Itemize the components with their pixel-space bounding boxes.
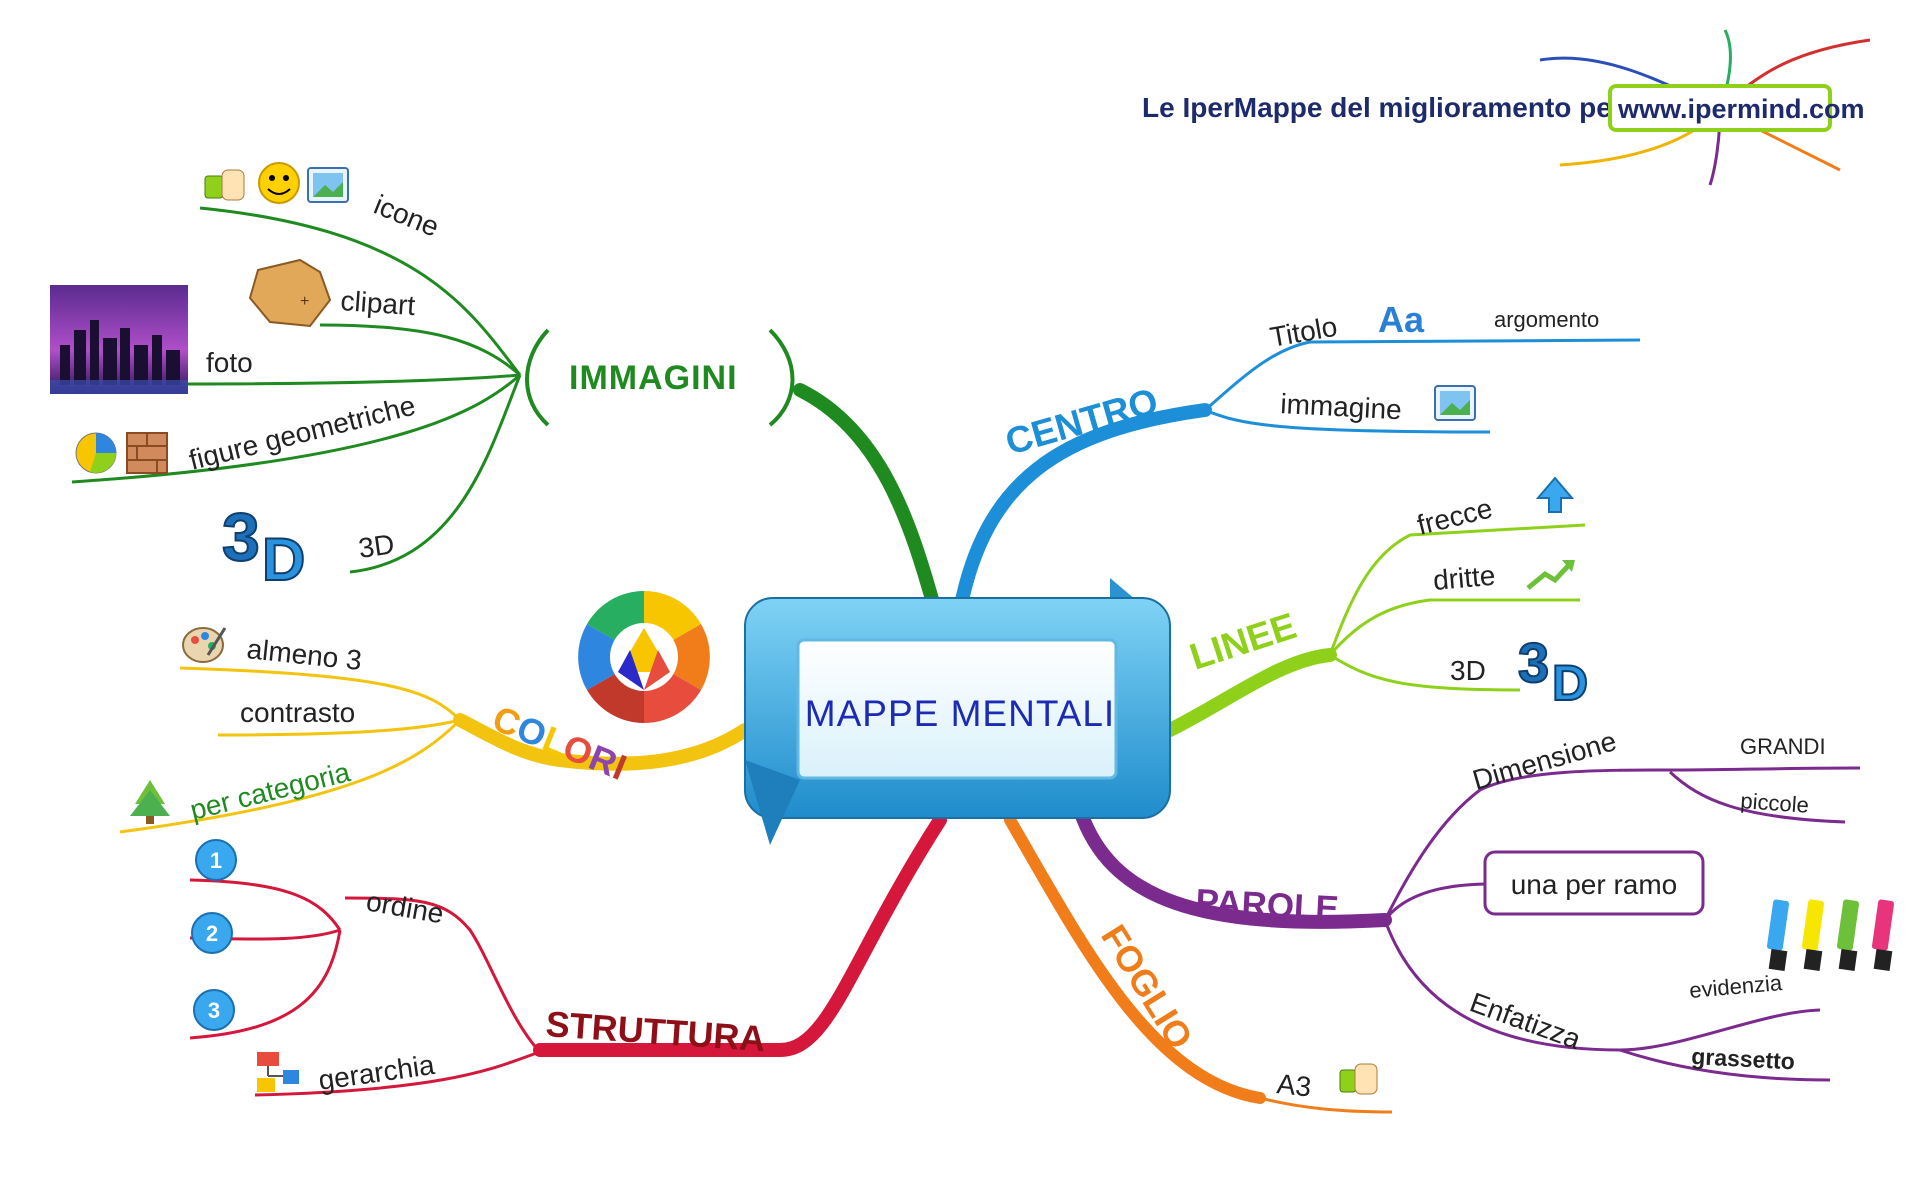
- branch-centro-line: [953, 403, 1212, 617]
- item-categoria[interactable]: per categoria: [187, 756, 353, 826]
- 3d-text-icon: 3 D: [221, 498, 306, 594]
- svg-text:D: D: [1552, 655, 1588, 711]
- item-ordine[interactable]: ordine: [364, 885, 446, 929]
- item-figure[interactable]: figure geometriche: [186, 390, 419, 476]
- branch-foglio-line: [1004, 814, 1266, 1104]
- branch-linee: LINEE frecce dritte 3D 3 D: [1185, 476, 1589, 712]
- svg-text:+: +: [300, 293, 309, 310]
- item-3d-linee[interactable]: 3D: [1450, 655, 1486, 686]
- branch-label-colori[interactable]: COLORI: [487, 697, 632, 787]
- branch-linee-line: [1163, 648, 1337, 737]
- branch-label-immagini[interactable]: IMMAGINI: [569, 359, 738, 397]
- number-one-icon: 1: [195, 839, 237, 881]
- item-dritte[interactable]: dritte: [1432, 560, 1497, 596]
- item-argomento[interactable]: argomento: [1494, 307, 1599, 332]
- city-photo-icon: [50, 285, 188, 394]
- branch-centro: CENTRO Titolo argomento immagine Aa: [1001, 299, 1641, 463]
- branch-immagini: IMMAGINI icone clipart foto figure geome…: [50, 162, 795, 594]
- item-contrasto[interactable]: contrasto: [240, 697, 355, 728]
- branch-colori: COLORI almeno 3 contrasto per categoria: [119, 591, 710, 834]
- number-three-icon: 3: [193, 989, 235, 1031]
- pie-chart-icon: [75, 432, 117, 474]
- item-dimensione[interactable]: Dimensione: [1469, 725, 1620, 796]
- center-title: MAPPE MENTALI: [805, 693, 1115, 734]
- tree-icon: [130, 780, 170, 824]
- logo: Le IperMappe del miglioramento personale…: [1142, 29, 1871, 186]
- highlighters-icon: [1766, 899, 1895, 972]
- item-3d-immagini[interactable]: 3D: [357, 528, 397, 564]
- branch-immagini-line: [793, 383, 942, 617]
- branch-parole-line: [1073, 803, 1392, 929]
- arrow-up-icon: [1535, 476, 1575, 513]
- font-size-icon: Aa: [1378, 299, 1425, 340]
- item-clipart[interactable]: clipart: [340, 285, 417, 321]
- logo-site-box: [1608, 84, 1832, 132]
- bricks-icon: [126, 432, 168, 474]
- thumbs-up-icon: [204, 169, 245, 201]
- item-enfatizza[interactable]: Enfatizza: [1466, 987, 1585, 1056]
- svg-text:D: D: [262, 526, 305, 593]
- branch-colori-line: [453, 713, 752, 771]
- smiley-icon: [258, 162, 300, 204]
- item-foto[interactable]: foto: [206, 347, 253, 378]
- item-icone[interactable]: icone: [370, 189, 444, 243]
- 3d-text-icon: 3 D: [1517, 630, 1589, 712]
- branch-parole: PAROLE Dimensione GRANDI piccole una per…: [1195, 725, 1895, 1082]
- image-icon: [307, 167, 349, 203]
- svg-text:3: 3: [208, 998, 220, 1023]
- item-titolo[interactable]: Titolo: [1268, 311, 1340, 353]
- item-evidenzia[interactable]: evidenzia: [1688, 970, 1784, 1003]
- hierarchy-icon: [257, 1052, 299, 1092]
- center-node[interactable]: MAPPE MENTALI: [744, 578, 1171, 845]
- image-icon: [1434, 385, 1476, 421]
- svg-text:2: 2: [206, 921, 218, 946]
- item-grassetto[interactable]: grassetto: [1691, 1043, 1796, 1074]
- branch-struttura: STRUTTURA ordine gerarchia 1 2 3: [189, 839, 767, 1097]
- item-grandi[interactable]: GRANDI: [1740, 734, 1826, 759]
- treasure-map-icon: +: [248, 258, 332, 328]
- number-two-icon: 2: [191, 912, 233, 954]
- branch-struttura-line: [533, 813, 947, 1057]
- item-piccole[interactable]: piccole: [1740, 788, 1810, 818]
- svg-text:3: 3: [222, 499, 260, 575]
- item-una-per-ramo: una per ramo: [1511, 869, 1678, 900]
- logo-site[interactable]: www.ipermind.com: [1617, 94, 1865, 124]
- item-immagine[interactable]: immagine: [1280, 388, 1403, 425]
- thumbs-up-icon: [1339, 1063, 1378, 1095]
- item-a3[interactable]: A3: [1275, 1068, 1312, 1102]
- svg-text:Aa: Aa: [1378, 299, 1425, 340]
- item-almeno[interactable]: almeno 3: [245, 633, 363, 676]
- una-per-ramo-box[interactable]: [1483, 850, 1705, 916]
- palette-icon: [182, 627, 227, 663]
- trend-arrow-icon: [1526, 560, 1575, 590]
- color-wheel-icon: [578, 591, 710, 723]
- svg-text:3: 3: [1518, 631, 1549, 694]
- branch-label-parole[interactable]: PAROLE: [1195, 882, 1340, 928]
- branch-label-centro[interactable]: CENTRO: [1001, 380, 1162, 462]
- svg-text:1: 1: [210, 848, 222, 873]
